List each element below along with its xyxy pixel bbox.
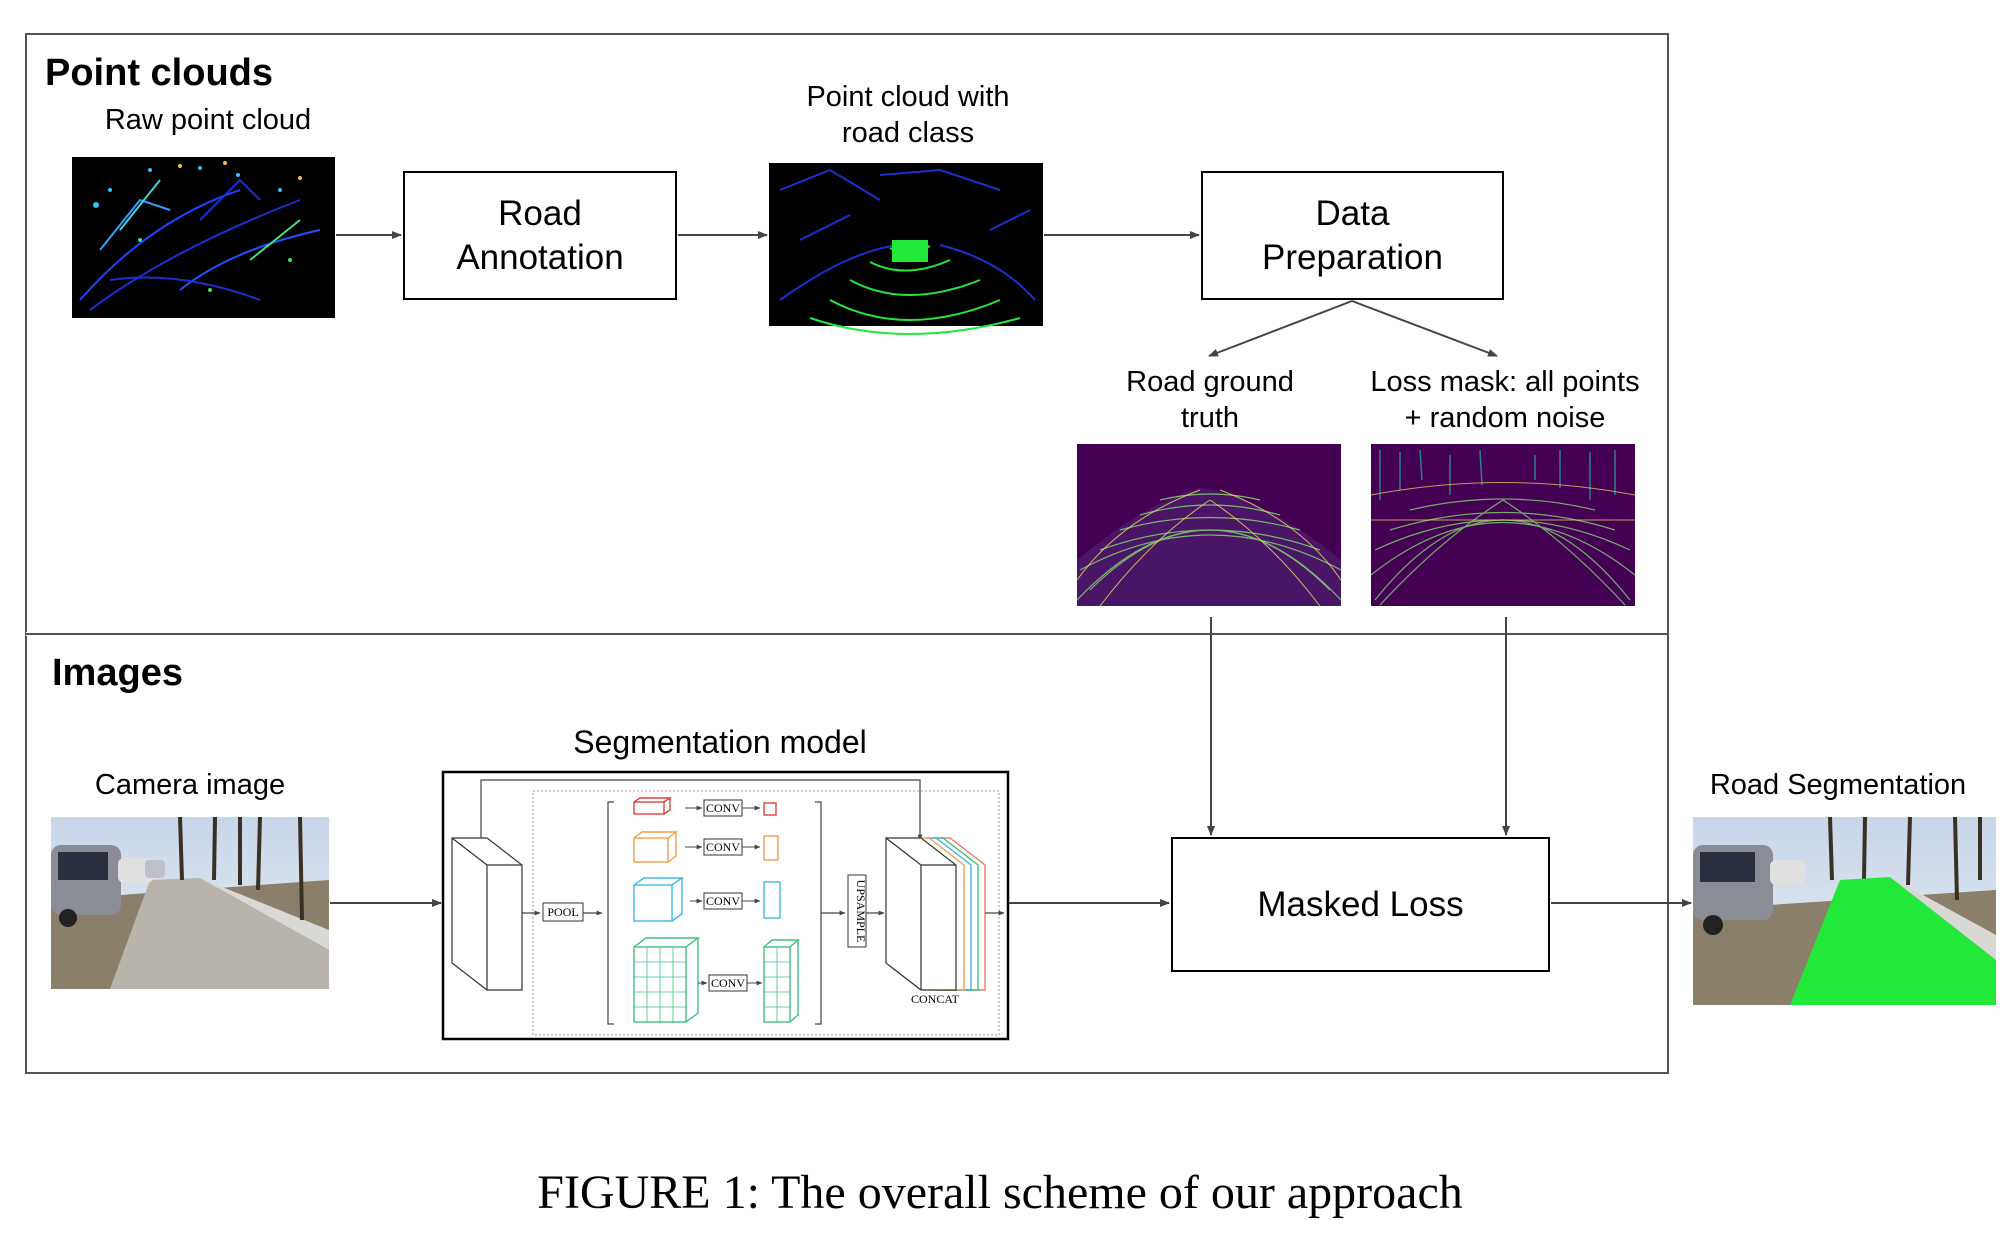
road-annotation-label: Road Annotation bbox=[456, 193, 624, 277]
arrow-preparation-to-loss-mask bbox=[1351, 300, 1498, 357]
camera-image bbox=[51, 816, 329, 989]
data-preparation-box: Data Preparation bbox=[1201, 171, 1504, 300]
segmentation-model-panel: POOL CONV CONV CONV bbox=[441, 770, 1010, 1041]
data-preparation-label: Data Preparation bbox=[1262, 193, 1443, 277]
upsample-label: UPSAMPLE bbox=[854, 880, 868, 943]
section-title-images: Images bbox=[52, 652, 183, 694]
label-raw-point-cloud: Raw point cloud bbox=[104, 104, 312, 136]
conv-label-1: CONV bbox=[706, 801, 740, 815]
pool-label: POOL bbox=[547, 905, 578, 919]
masked-loss-box: Masked Loss bbox=[1171, 837, 1550, 972]
label-camera-image: Camera image bbox=[94, 769, 286, 801]
loss-mask-image bbox=[1370, 444, 1636, 606]
label-segmentation-model: Segmentation model bbox=[573, 724, 867, 760]
concat-label: CONCAT bbox=[911, 992, 960, 1006]
conv-label-2: CONV bbox=[706, 840, 740, 854]
road-ground-truth-image bbox=[1076, 444, 1342, 607]
conv-label-4: CONV bbox=[711, 976, 745, 990]
section-title-point-clouds: Point clouds bbox=[45, 52, 273, 94]
panel-frame-images bbox=[25, 634, 1669, 1074]
figure-caption: FIGURE 1: The overall scheme of our appr… bbox=[537, 1166, 1463, 1219]
label-road-segmentation: Road Segmentation bbox=[1709, 769, 1967, 801]
masked-loss-label: Masked Loss bbox=[1257, 884, 1464, 924]
label-point-cloud-with-road-class: Point cloud with road class bbox=[806, 81, 1010, 149]
label-road-ground-truth: Road ground truth bbox=[1126, 366, 1294, 434]
label-loss-mask: Loss mask: all points + random noise bbox=[1370, 366, 1640, 434]
raw-point-cloud-image bbox=[72, 157, 335, 318]
arrow-preparation-to-ground-truth bbox=[1208, 300, 1353, 357]
road-segmentation-image bbox=[1693, 816, 1996, 1005]
road-annotation-box: Road Annotation bbox=[403, 171, 677, 300]
conv-label-3: CONV bbox=[706, 894, 740, 908]
point-cloud-with-road-class-image bbox=[769, 163, 1043, 335]
